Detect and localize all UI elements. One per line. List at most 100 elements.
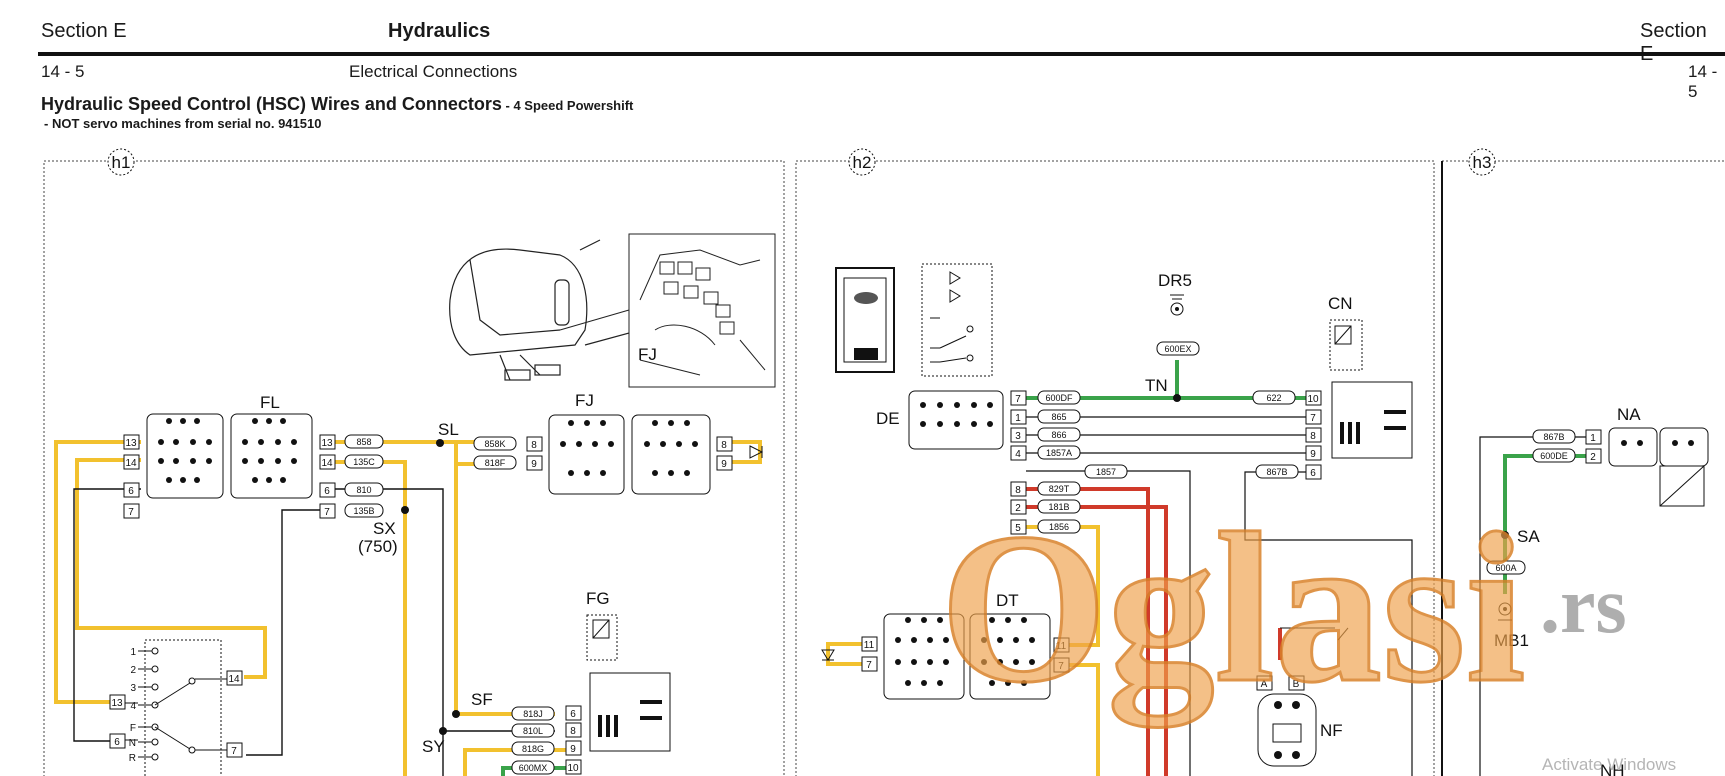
svg-text:7: 7 <box>128 507 134 518</box>
wire-label: 858 <box>356 437 371 447</box>
wire-label: 1856 <box>1049 522 1069 532</box>
wire-label: 865 <box>1051 412 1066 422</box>
connector-label-sx-sub: (750) <box>358 537 398 556</box>
svg-text:6: 6 <box>570 709 576 720</box>
watermark-suffix: .rs <box>1540 562 1627 650</box>
machine-cab-illustration <box>449 239 641 381</box>
wire-label: 818F <box>485 458 506 468</box>
connector-label-fg: FG <box>586 589 610 608</box>
connector-fj-a <box>548 414 625 495</box>
connector-label-sl: SL <box>438 420 459 439</box>
svg-text:13: 13 <box>125 438 137 449</box>
panel-label-h2: h2 <box>853 153 872 172</box>
connector-label-fj-detail: FJ <box>638 345 657 364</box>
svg-text:11: 11 <box>1056 641 1067 652</box>
svg-text:10: 10 <box>567 763 579 774</box>
connector-label-dt: DT <box>996 591 1019 610</box>
connector-label-fl: FL <box>260 393 280 412</box>
diagram-heading-suffix: - 4 Speed Powershift <box>501 98 634 113</box>
activate-windows-notice: Activate Windows <box>1542 755 1677 774</box>
switch-label: 2 <box>130 665 136 676</box>
svg-text:9: 9 <box>1310 449 1316 460</box>
panel-badge-h2: h2 <box>848 148 876 176</box>
connector-dt-b <box>969 613 1051 700</box>
h1-black-wires <box>73 488 555 776</box>
svg-text:8: 8 <box>570 726 576 737</box>
svg-text:7: 7 <box>231 746 237 757</box>
svg-text:9: 9 <box>531 459 537 470</box>
svg-text:2: 2 <box>1590 452 1596 463</box>
diagram-heading: Hydraulic Speed Control (HSC) Wires and … <box>41 94 633 115</box>
section-left: Section E <box>41 20 127 42</box>
svg-text:9: 9 <box>721 459 727 470</box>
gear-selector-switch <box>144 639 222 776</box>
svg-text:A: A <box>1261 679 1268 690</box>
wire-label: 818J <box>523 709 543 719</box>
wire-label: 600A <box>1495 563 1516 573</box>
page-title: Hydraulics <box>388 20 491 42</box>
diagram-heading-main: Hydraulic Speed Control (HSC) Wires and … <box>41 94 502 114</box>
connector-label-dr5: DR5 <box>1158 271 1192 290</box>
svg-text:4: 4 <box>1015 449 1021 460</box>
svg-text:8: 8 <box>1015 485 1021 496</box>
connector-na-b <box>1659 427 1709 467</box>
switch-label: 4 <box>130 701 136 712</box>
svg-text:14: 14 <box>125 458 137 469</box>
relay-cn <box>1331 381 1413 459</box>
svg-text:5: 5 <box>1015 523 1021 534</box>
connector-fl-b <box>230 413 313 499</box>
header-rule <box>38 52 1725 56</box>
fj-detail-illustration <box>639 249 766 376</box>
relay-fg <box>589 672 671 752</box>
page-number-left: 14 - 5 <box>41 62 85 81</box>
wire-label: 829T <box>1049 484 1070 494</box>
connector-na-a <box>1608 427 1658 467</box>
connector-label-sx: SX <box>373 519 396 538</box>
wire-label: 181B <box>1048 502 1069 512</box>
connector-label-sy: SY <box>422 737 445 756</box>
wire-label: 135B <box>353 506 374 516</box>
svg-text:7: 7 <box>866 660 872 671</box>
svg-text:3: 3 <box>1015 431 1021 442</box>
svg-text:8: 8 <box>531 440 537 451</box>
svg-text:2: 2 <box>1015 503 1021 514</box>
svg-text:6: 6 <box>1310 468 1316 479</box>
svg-text:9: 9 <box>570 744 576 755</box>
svg-text:7: 7 <box>1058 661 1064 672</box>
panel-label-h1: h1 <box>112 153 131 172</box>
wire-label: 600DF <box>1045 393 1073 403</box>
svg-text:1: 1 <box>1590 433 1596 444</box>
switch-label: F <box>130 723 136 734</box>
switch-label: R <box>129 753 136 764</box>
page-subtitle: Electrical Connections <box>349 62 518 81</box>
connector-fl-a <box>146 413 224 499</box>
connector-label-nh: NH <box>1600 761 1625 776</box>
svg-text:6: 6 <box>128 486 134 497</box>
panel-h2-frame <box>795 160 1435 776</box>
svg-text:14: 14 <box>321 458 333 469</box>
svg-text:7: 7 <box>324 507 330 518</box>
wire-label: 600MX <box>519 763 548 773</box>
svg-text:7: 7 <box>1015 394 1021 405</box>
panel-h1-frame <box>43 160 785 776</box>
diagram-note: - NOT servo machines from serial no. 941… <box>44 116 322 131</box>
svg-text:7: 7 <box>1310 413 1316 424</box>
panel-label-h3: h3 <box>1473 153 1492 172</box>
svg-text:13: 13 <box>321 438 333 449</box>
connector-de <box>908 390 1004 450</box>
wire-label: 622 <box>1266 393 1281 403</box>
svg-text:10: 10 <box>1307 394 1319 405</box>
connector-label-tn: TN <box>1145 376 1168 395</box>
wire-label: 867B <box>1266 467 1287 477</box>
svg-text:8: 8 <box>1310 431 1316 442</box>
connector-label-nf: NF <box>1320 721 1343 740</box>
wire-label: 135C <box>353 457 375 467</box>
wire-label: 810L <box>523 726 543 736</box>
wire-label: 867B <box>1543 432 1564 442</box>
connector-fj-b <box>631 414 711 495</box>
hsc-switch-schematic <box>921 263 993 377</box>
svg-text:8: 8 <box>721 440 727 451</box>
wire-label: 810 <box>356 485 371 495</box>
svg-text:6: 6 <box>324 486 330 497</box>
